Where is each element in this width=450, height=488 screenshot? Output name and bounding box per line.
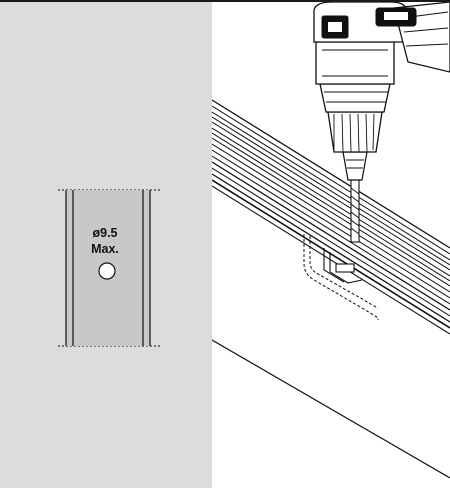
hidden-bracket	[303, 234, 379, 320]
drilling-illustration	[212, 2, 450, 488]
hole-diameter-label: ø9.5	[92, 226, 118, 240]
cabinet-edge-line	[212, 339, 450, 479]
cordless-drill-icon	[313, 2, 450, 181]
hole-max-label: Max.	[91, 242, 119, 256]
spec-panel: ø9.5 Max.	[0, 2, 212, 488]
spec-panel-svg	[0, 2, 212, 488]
rail-clip	[323, 248, 363, 284]
rail-profile	[212, 99, 450, 329]
top-border	[0, 0, 450, 2]
drill-bit	[350, 179, 360, 243]
rail-front-edge	[212, 185, 450, 335]
hole-circle-icon	[98, 262, 116, 280]
illustration-svg	[212, 2, 450, 479]
